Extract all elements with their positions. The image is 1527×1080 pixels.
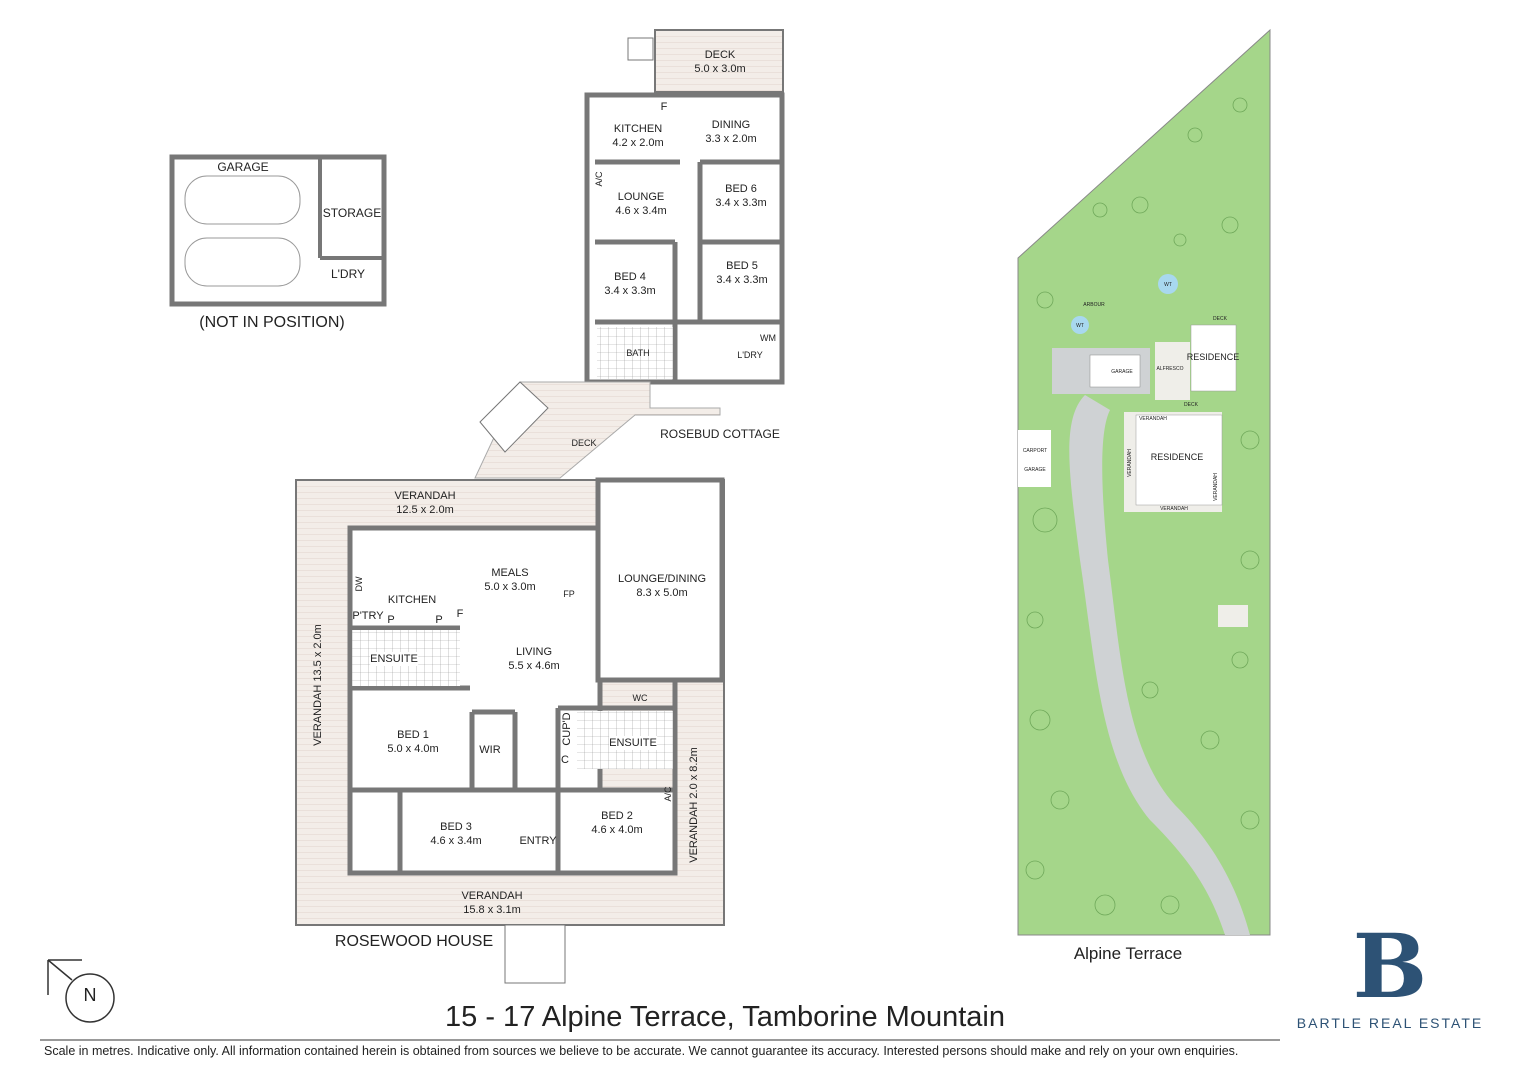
dishwasher-label: DW (354, 576, 364, 592)
p-label-1: P (387, 614, 395, 626)
site-label: WT (1164, 282, 1172, 288)
property-title: 15 - 17 Alpine Terrace, Tamborine Mounta… (445, 1001, 1005, 1033)
kitchen-label: KITCHEN (387, 594, 437, 606)
storage-label: STORAGE (322, 206, 382, 220)
site-label: RESIDENCE (1150, 452, 1204, 462)
cupboard-label: CUP'D (561, 712, 573, 746)
disclaimer: Scale in metres. Indicative only. All in… (44, 1044, 1239, 1058)
brand-name: BARTLE REAL ESTATE (1296, 1015, 1484, 1031)
wc-label: WC (632, 693, 648, 703)
site-label: GARAGE (1024, 467, 1046, 473)
garage-laundry-label: L'DRY (330, 267, 366, 281)
house-name: ROSEWOOD HOUSE (334, 933, 494, 950)
pantry-label: P'TRY (352, 610, 384, 622)
site-label: DECK (1184, 402, 1198, 408)
deck-label: DECK (571, 438, 597, 448)
site-label: ALFRESCO (1156, 366, 1184, 372)
garage-label: GARAGE (217, 160, 269, 174)
site-label: CARPORT (1022, 448, 1048, 454)
garage-plan (169, 154, 387, 307)
verandah-east-label: VERANDAH 2.0 x 8.2m (688, 747, 700, 863)
fireplace-label: FP (563, 589, 575, 599)
ensuite2-label: ENSUITE (609, 736, 657, 750)
entry-label: ENTRY (519, 835, 557, 847)
washing-machine-label: WM (760, 333, 776, 343)
house-plan (347, 477, 725, 876)
site-label: DECK (1213, 316, 1227, 322)
site-label: ARBOUR (1083, 302, 1105, 308)
site-plan (1017, 28, 1271, 936)
cottage-bath-label: BATH (626, 348, 650, 358)
cottage-laundry-label: L'DRY (737, 350, 763, 360)
street-name: Alpine Terrace (1073, 944, 1183, 963)
cottage-fridge-label: F (660, 101, 668, 113)
site-label: VERANDAH (1213, 473, 1219, 501)
c-label: C (561, 754, 569, 766)
site-label: VERANDAH (1139, 416, 1167, 422)
p-label-2: P (435, 614, 443, 626)
not-in-position-note: (NOT IN POSITION) (199, 314, 345, 331)
brand-logo: B (1352, 914, 1428, 1018)
site-label: GARAGE (1111, 369, 1133, 375)
site-label: VERANDAH (1127, 449, 1133, 477)
verandah-west-label: VERANDAH 13.5 x 2.0m (312, 624, 324, 746)
site-label: RESIDENCE (1186, 352, 1240, 362)
compass-north-label: N (83, 985, 97, 1005)
ensuite1-label: ENSUITE (370, 652, 418, 666)
wir-label: WIR (479, 744, 501, 756)
cottage-plan (584, 92, 785, 385)
fridge-label: F (456, 608, 464, 620)
house-ac-label: A/C (663, 786, 673, 802)
site-label: WT (1076, 323, 1084, 329)
cottage-ac-label: A/C (594, 171, 604, 187)
compass-icon (47, 959, 115, 1023)
cottage-name: ROSEBUD COTTAGE (660, 427, 780, 441)
site-label: VERANDAH (1160, 506, 1188, 512)
